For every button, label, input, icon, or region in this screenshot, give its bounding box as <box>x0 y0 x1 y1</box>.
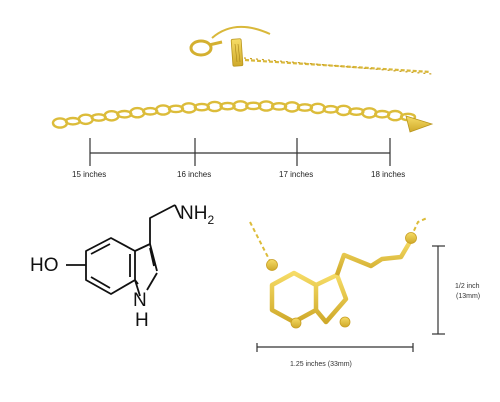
scale-label-18: 18 inches <box>371 170 406 179</box>
scale-label-17: 17 inches <box>279 170 314 179</box>
extender-chain-end-drop <box>405 115 434 133</box>
amine-label-text: NH <box>180 203 208 224</box>
chain-link <box>361 107 378 119</box>
pendant-width-dimension <box>256 343 414 352</box>
pendant-height-dimension <box>432 245 445 335</box>
hydroxyl-label: HO <box>30 255 59 276</box>
chain-link <box>77 113 95 126</box>
chain-link <box>103 110 120 122</box>
scale-label-15: 15 inches <box>72 170 107 179</box>
scale-label-16: 16 inches <box>177 170 212 179</box>
width-label: 1.25 inches (33mm) <box>290 361 352 368</box>
amine-subscript: 2 <box>207 212 215 227</box>
serotonin-structure <box>66 204 182 297</box>
length-scale <box>89 138 391 166</box>
chain-link <box>51 117 69 129</box>
lobster-clasp-icon <box>189 39 223 57</box>
chain-link <box>129 106 146 119</box>
upper-chain <box>211 25 433 75</box>
pendant-chain-left <box>249 221 273 266</box>
serotonin-pendant <box>269 238 413 325</box>
ring-hydrogen-label: H <box>135 310 149 331</box>
chain-link <box>386 109 404 122</box>
extender-chain <box>51 100 417 129</box>
brand-tag-icon <box>230 38 244 67</box>
amine-label: NH2 <box>180 203 214 227</box>
height-label-line2: (13mm) <box>456 293 481 300</box>
ring-nitrogen-label: N <box>133 290 147 311</box>
height-label-line1: 1/2 inch <box>455 283 480 290</box>
pendant-nodes <box>266 232 417 329</box>
chain-link <box>154 104 172 116</box>
pendant-chain-right <box>410 217 428 238</box>
